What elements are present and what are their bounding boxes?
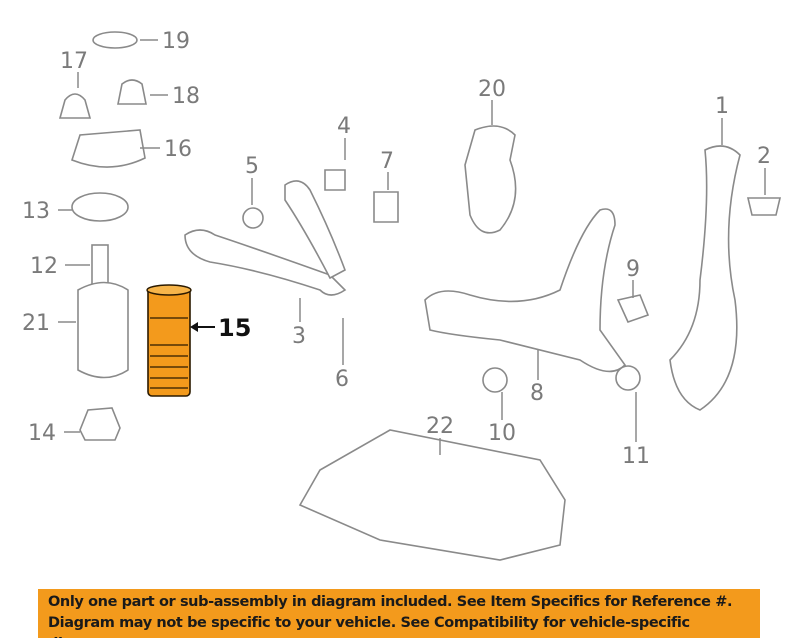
- part-1-knuckle: [669, 145, 741, 411]
- callout-19: 19: [162, 29, 190, 54]
- callout-11: 11: [622, 444, 650, 469]
- part-18-bushing: [117, 79, 147, 105]
- part-22-skid-plate: [298, 429, 566, 561]
- part-9-sensor: [616, 294, 650, 323]
- callout-2: 2: [757, 144, 771, 169]
- part-17-bumper: [58, 93, 92, 119]
- callout-6: 6: [335, 367, 349, 392]
- callout-21: 21: [22, 311, 50, 336]
- part-16-mount: [71, 129, 146, 168]
- callout-8: 8: [530, 381, 544, 406]
- part-10-bushing: [482, 367, 508, 393]
- callout-17: 17: [60, 49, 88, 74]
- disclaimer-line-1: Only one part or sub-assembly in diagram…: [48, 594, 733, 610]
- part-4-bolt: [324, 169, 346, 191]
- callout-1: 1: [715, 94, 729, 119]
- disclaimer-banner: Only one part or sub-assembly in diagram…: [38, 589, 760, 638]
- arrow-15-head-icon: [190, 322, 198, 332]
- leader-lines: [58, 39, 766, 455]
- callout-3: 3: [292, 324, 306, 349]
- callout-15: 15: [218, 314, 251, 342]
- callout-22: 22: [426, 414, 454, 439]
- callout-18: 18: [172, 84, 200, 109]
- part-2-nut: [746, 197, 782, 216]
- part-13-seat: [71, 192, 129, 222]
- part-8-lower-arm: [424, 208, 627, 373]
- callout-13: 13: [22, 199, 50, 224]
- callout-20: 20: [478, 77, 506, 102]
- part-19-cap: [92, 31, 138, 49]
- part-7-bushing: [373, 191, 399, 223]
- callout-16: 16: [164, 137, 192, 162]
- disclaimer-line-2: Diagram may not be specific to your vehi…: [48, 615, 690, 638]
- part-21-spring: [77, 281, 129, 379]
- callout-7: 7: [380, 149, 394, 174]
- callout-10: 10: [488, 421, 516, 446]
- callout-12: 12: [30, 254, 58, 279]
- part-20-knuckle: [464, 125, 517, 234]
- part-5-bushing: [242, 207, 264, 229]
- part-3-upper-arm: [184, 229, 347, 296]
- callout-9: 9: [626, 257, 640, 282]
- part-11-ball-joint: [615, 365, 641, 391]
- part-15-dust-boot: [146, 284, 192, 397]
- callout-5: 5: [245, 154, 259, 179]
- callout-4: 4: [337, 114, 351, 139]
- part-14-isolator: [79, 407, 121, 441]
- part-3-upper-arm-rear: [284, 180, 346, 280]
- callout-14: 14: [28, 421, 56, 446]
